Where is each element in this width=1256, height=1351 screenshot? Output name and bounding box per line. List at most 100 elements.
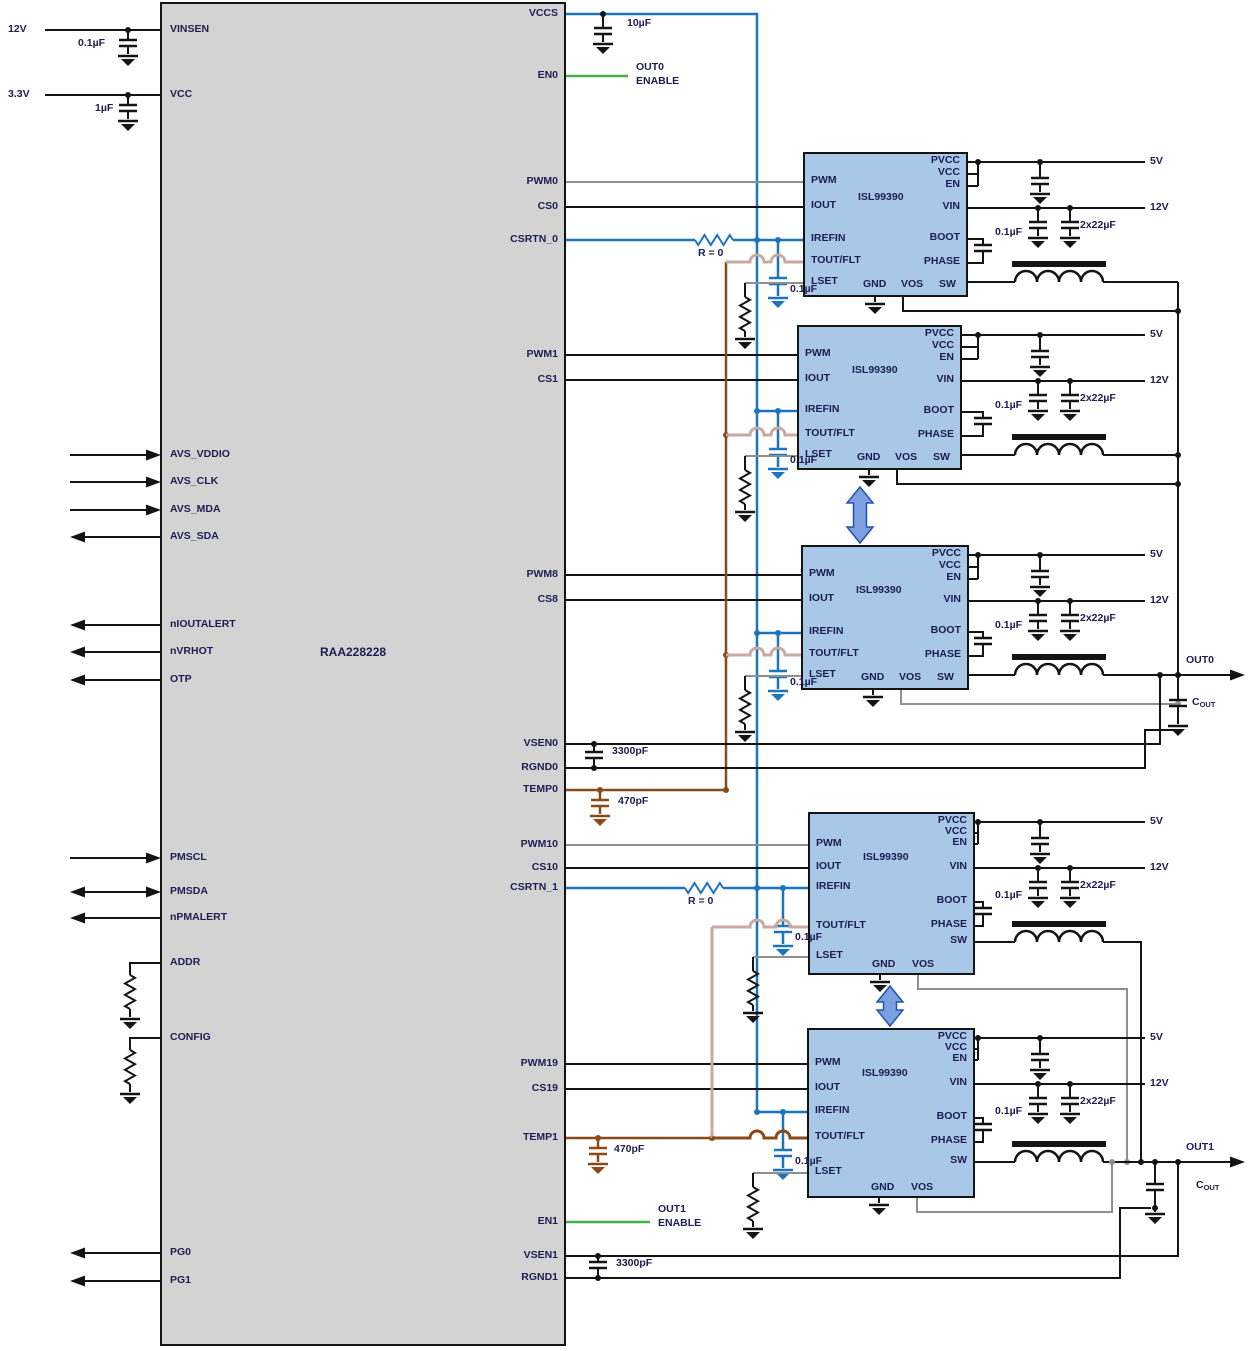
stage3-pin-irefin: IREFIN [809, 625, 844, 637]
stage5-pin-pvcc: PVCC [937, 1030, 967, 1042]
cap-irefin-label-5: 0.1µF [795, 1155, 823, 1167]
stage4-pin-iout: IOUT [816, 860, 842, 872]
stage2-pin-en: EN [939, 351, 954, 363]
stage5-pin-irefin: IREFIN [815, 1104, 850, 1116]
stage5-pin-en: EN [952, 1052, 967, 1064]
stage2-pin-toutflt: TOUT/FLT [805, 427, 855, 439]
label-rail-12v: 12V [8, 23, 27, 35]
stage4-pin-pwm: PWM [816, 837, 842, 849]
stage-name-4: ISL99390 [863, 851, 909, 863]
rail-5v-label-5: 5V [1150, 1031, 1163, 1043]
stage2-pin-vos: VOS [895, 451, 918, 463]
stage1-pin-vcc: VCC [937, 166, 960, 178]
controller-pin-vinsen: VINSEN [170, 23, 210, 35]
controller-pin-cs0: CS0 [537, 200, 558, 212]
controller-pin-pwm10: PWM10 [520, 838, 558, 850]
stage4-pin-vin: VIN [949, 860, 967, 872]
stage1-pin-en: EN [945, 178, 960, 190]
controller-block [160, 2, 566, 1346]
stage5-pin-sw: SW [950, 1154, 967, 1166]
stage3-pin-en: EN [946, 571, 961, 583]
controller-pin-avs_sda: AVS_SDA [170, 530, 219, 542]
stage3-pin-pwm: PWM [809, 567, 835, 579]
stage4-pin-lset: LSET [816, 949, 843, 961]
cout-sub: OUT [1203, 1183, 1220, 1192]
stage5-pin-lset: LSET [815, 1165, 842, 1177]
controller-pin-rgnd0: RGND0 [521, 761, 558, 773]
stage2-pin-sw: SW [933, 451, 950, 463]
stage1-pin-vos: VOS [901, 278, 924, 290]
controller-pin-vsen1: VSEN1 [523, 1249, 558, 1261]
stage4-pin-en: EN [952, 836, 967, 848]
controller-pin-pg0: PG0 [170, 1246, 192, 1258]
stage2-pin-lset: LSET [805, 448, 832, 460]
controller-pin-cs1: CS1 [537, 373, 558, 385]
cout-main: C [1192, 696, 1200, 708]
controller-name: RAA228228 [320, 645, 387, 659]
label-cout-1: COUT [1196, 1180, 1219, 1192]
cap-bulk-label-4: 2x22µF [1080, 879, 1116, 891]
cap-bulk-label-1: 2x22µF [1080, 219, 1116, 231]
stage-name-2: ISL99390 [852, 364, 898, 376]
stage3-pin-vos: VOS [899, 671, 922, 683]
label-rail-3v3: 3.3V [8, 88, 30, 100]
stage4-pin-vos: VOS [912, 958, 935, 970]
stage3-pin-boot: BOOT [930, 624, 961, 636]
controller-pin-config: CONFIG [170, 1031, 211, 1043]
controller-pin-pwm19: PWM19 [520, 1057, 558, 1069]
controller-pin-otp: OTP [170, 673, 192, 685]
controller-pin-pwm8: PWM8 [526, 568, 559, 580]
stage-name-5: ISL99390 [862, 1067, 908, 1079]
controller-pin-pg1: PG1 [170, 1274, 192, 1286]
label-cap-vccs: 10µF [627, 17, 652, 29]
stage1-pin-iout: IOUT [811, 199, 837, 211]
stage1-pin-toutflt: TOUT/FLT [811, 254, 861, 266]
controller-pin-temp0: TEMP0 [522, 783, 558, 795]
stage5-pin-gnd: GND [871, 1181, 895, 1193]
controller-pin-cs19: CS19 [531, 1082, 558, 1094]
stage1-pin-pwm: PWM [811, 174, 837, 186]
cap-irefin-label-1: 0.1µF [790, 283, 818, 295]
rail-12v-label-4: 12V [1150, 861, 1169, 873]
controller-pin-csrtn_0: CSRTN_0 [510, 233, 558, 245]
stage1-pin-boot: BOOT [929, 231, 960, 243]
stage3-pin-lset: LSET [809, 668, 836, 680]
rail-5v-label-3: 5V [1150, 548, 1163, 560]
stage2-pin-vcc: VCC [931, 339, 954, 351]
cout-sub: OUT [1199, 700, 1216, 709]
stage-name-3: ISL99390 [856, 584, 902, 596]
controller-pin-avs_clk: AVS_CLK [170, 475, 219, 487]
stage3-pin-sw: SW [937, 671, 954, 683]
cap-bulk-label-2: 2x22µF [1080, 392, 1116, 404]
stage1-pin-lset: LSET [811, 275, 838, 287]
stage4-pin-toutflt: TOUT/FLT [816, 919, 866, 931]
stage4-pin-irefin: IREFIN [816, 880, 851, 892]
label-out0: OUT0 [1186, 654, 1215, 666]
stage2-pin-vin: VIN [936, 373, 954, 385]
stage1-pin-vin: VIN [942, 200, 960, 212]
stage1-pin-gnd: GND [863, 278, 887, 290]
stage2-pin-irefin: IREFIN [805, 403, 840, 415]
rail-5v-label-2: 5V [1150, 328, 1163, 340]
power-stage-block-1 [803, 152, 968, 297]
controller-pin-vcc: VCC [170, 88, 193, 100]
cap-boot-label-5: 0.1µF [995, 1105, 1023, 1117]
label-cap-vsen0: 3300pF [612, 745, 649, 757]
controller-pin-csrtn_1: CSRTN_1 [510, 881, 558, 893]
controller-pin-rgnd1: RGND1 [521, 1271, 558, 1283]
controller-pin-nvrhot: nVRHOT [170, 645, 214, 657]
rail-12v-label-3: 12V [1150, 594, 1169, 606]
controller-pin-avs_vddio: AVS_VDDIO [170, 448, 230, 460]
cap-irefin-label-2: 0.1µF [790, 454, 818, 466]
cap-irefin-label-3: 0.1µF [790, 676, 818, 688]
rail-5v-label-4: 5V [1150, 815, 1163, 827]
controller-pin-pwm0: PWM0 [526, 175, 559, 187]
stage5-pin-pwm: PWM [815, 1056, 841, 1068]
label-r-zero-0: R = 0 [698, 247, 724, 259]
rail-12v-label-2: 12V [1150, 374, 1169, 386]
cap-bulk-label-3: 2x22µF [1080, 612, 1116, 624]
rail-5v-label-1: 5V [1150, 155, 1163, 167]
stage4-pin-phase: PHASE [930, 918, 967, 930]
controller-pin-npmalert: nPMALERT [170, 911, 228, 923]
